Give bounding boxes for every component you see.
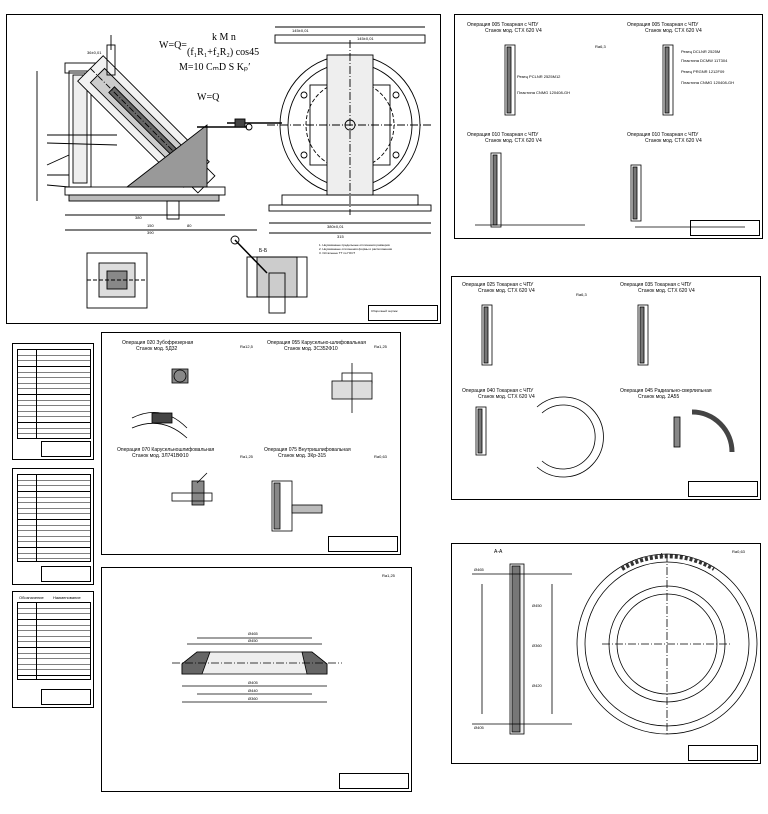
ops-turning-c-sketches <box>475 304 735 478</box>
sheet-bom-3: Обозначение Наименование <box>12 591 94 708</box>
op-machine: Станок мод. 5Д32 <box>136 346 178 352</box>
op-title: Операция 010 Токарная с ЧПУ <box>627 132 699 138</box>
dim-label: 36±0,01 <box>87 50 102 55</box>
title-block <box>41 566 91 582</box>
dim-label: Ø405 <box>248 680 258 685</box>
formula-denominator: (f₁R₁+f₂R₂) cos45 <box>187 47 260 58</box>
tool-label: Пластина DCMW 11T304 <box>681 58 728 63</box>
roughness-label: Ra1,25 <box>374 344 387 349</box>
sheet-ops-turning-c: Операция 025 Токарная с ЧПУ Станок мод. … <box>451 276 761 500</box>
op-title: Операция 010 Токарная с ЧПУ <box>467 132 539 138</box>
dim-label: 380±0,01 <box>327 224 344 229</box>
fixture-side-view <box>36 35 257 231</box>
op-title: Операция 040 Токарная с ЧПУ <box>462 388 534 394</box>
roughness-label: Ra1,25 <box>382 573 395 578</box>
sheet-fixture-assembly: W=Q= k M n (f₁R₁+f₂R₂) cos45 M=10 CₘD S … <box>6 14 441 324</box>
dim-label: 145±0,01 <box>292 28 309 33</box>
sheet-bom-2 <box>12 468 94 585</box>
dim-label: 390 <box>147 230 154 235</box>
op-title: Операция 005 Токарная с ЧПУ <box>467 22 539 28</box>
bom-header: Обозначение <box>19 595 44 600</box>
bom-table <box>17 474 91 562</box>
formula-force: W=Q= <box>159 40 187 51</box>
tool-label: Резец DCLNR 2525M <box>681 49 721 54</box>
dim-label: 150 <box>147 223 154 228</box>
ops-turning-a-sketches <box>475 44 745 228</box>
dim-label: 80 <box>187 223 192 228</box>
dim-label: Ø360 <box>248 696 258 701</box>
op-title: Операция 045 Радиально-сверлильная <box>620 388 712 394</box>
op-machine: Станок мод. CTX 620 V4 <box>478 288 535 294</box>
roughness-label: Ra0,63 <box>732 549 745 554</box>
op-machine: Станок мод. CTX 620 V4 <box>485 138 542 144</box>
op-machine: Станок мод. 2А55 <box>638 394 680 400</box>
title-block <box>688 745 758 761</box>
dim-label: Ø450 <box>532 603 542 608</box>
op-title: Операция 020 Зубофрезерная <box>122 340 194 346</box>
formula-moment: M=10 CₘD S Kₚʹ <box>179 62 251 73</box>
part-section <box>172 637 342 703</box>
tool-label: Резец PCLNR 2525M12 <box>517 74 561 79</box>
fixture-notes: 1. Неуказанные предельные отклонения раз… <box>319 243 393 255</box>
op-machine: Станок мод. CTX 620 V4 <box>645 28 702 34</box>
sheet-ops-grinding: Операция 020 Зубофрезерная Станок мод. 5… <box>101 332 401 555</box>
op-title: Операция 055 Карусельно-шлифовальная <box>267 340 366 346</box>
dim-label: Ø420 <box>532 683 542 688</box>
op-title: Операция 025 Токарная с ЧПУ <box>462 282 534 288</box>
bom-table <box>17 602 91 680</box>
title-block: Сборочный чертеж <box>368 305 438 321</box>
fixture-front-view <box>227 26 432 234</box>
dim-label: Ø465 <box>248 631 258 636</box>
roughness-label: Ra1,25 <box>240 454 253 459</box>
dim-label: Ø405 <box>474 725 484 730</box>
title-block <box>328 536 398 552</box>
title-block <box>41 689 91 705</box>
section-label-bb: Б-Б <box>259 248 268 254</box>
formula-w-equals-q: W=Q <box>197 92 220 103</box>
op-machine: Станок мод. CTX 620 V4 <box>645 138 702 144</box>
bom-table <box>17 349 91 439</box>
title-block <box>41 441 91 457</box>
op-machine: Станок мод. CTX 620 V4 <box>485 28 542 34</box>
op-title: Операция 075 Внутришлифовальная <box>264 447 351 453</box>
dim-label: 315 <box>337 234 344 239</box>
dim-label: 145±0,01 <box>357 36 374 41</box>
dim-label: Ø440 <box>248 688 258 693</box>
bom-header: Наименование <box>53 595 81 600</box>
op-title: Операция 005 Токарная с ЧПУ <box>627 22 699 28</box>
op-machine: Станок мод. CTX 620 V4 <box>478 394 535 400</box>
op-machine: Станок мод. CTX 620 V4 <box>638 288 695 294</box>
ops-grinding-sketches <box>131 363 373 532</box>
tool-label: Пластина CNMG 120408-GH <box>517 90 571 95</box>
dim-label: 380 <box>135 215 142 220</box>
title-block <box>690 220 760 236</box>
dim-label: Ø360 <box>532 643 542 648</box>
dim-label: Ø465 <box>474 567 484 572</box>
dim-label: Ø450 <box>248 638 258 643</box>
roughness-label: Ra0,63 <box>374 454 387 459</box>
fixture-detail-views <box>86 235 308 314</box>
detail-sketches <box>472 553 758 735</box>
sheet-ops-turning-a: Операция 005 Токарная с ЧПУ Станок мод. … <box>454 14 763 239</box>
sheet-bom-1 <box>12 343 94 460</box>
title-block <box>688 481 758 497</box>
tool-label: Пластина CNMG 120408-GH <box>681 80 735 85</box>
section-label-aa: А-А <box>494 549 503 555</box>
sheet-detail-drawing: А-А А Ra0,63 Ø465 Ø405 Ø450 Ø360 Ø420 <box>451 543 761 764</box>
formula-numerator: k M n <box>212 32 236 43</box>
roughness-label: Ra6,3 <box>595 44 606 49</box>
op-title: Операция 070 Карусельношлифовальная <box>117 447 215 453</box>
roughness-label: Ra12,5 <box>240 344 253 349</box>
roughness-label: Ra6,3 <box>576 292 587 297</box>
tool-label: Резец PRGNR 1212F09 <box>681 69 725 74</box>
op-title: Операция 035 Токарная с ЧПУ <box>620 282 692 288</box>
sheet-part-drawing: Ø465 Ø450 Ø405 Ø440 Ø360 Ra1,25 <box>101 567 412 792</box>
op-machine: Станок мод. 3Л741ВФ10 <box>132 453 189 459</box>
op-machine: Станок мод. 3Кр-315 <box>278 453 327 459</box>
title-block <box>339 773 409 789</box>
op-machine: Станок мод. 3С352Ф10 <box>284 346 338 352</box>
